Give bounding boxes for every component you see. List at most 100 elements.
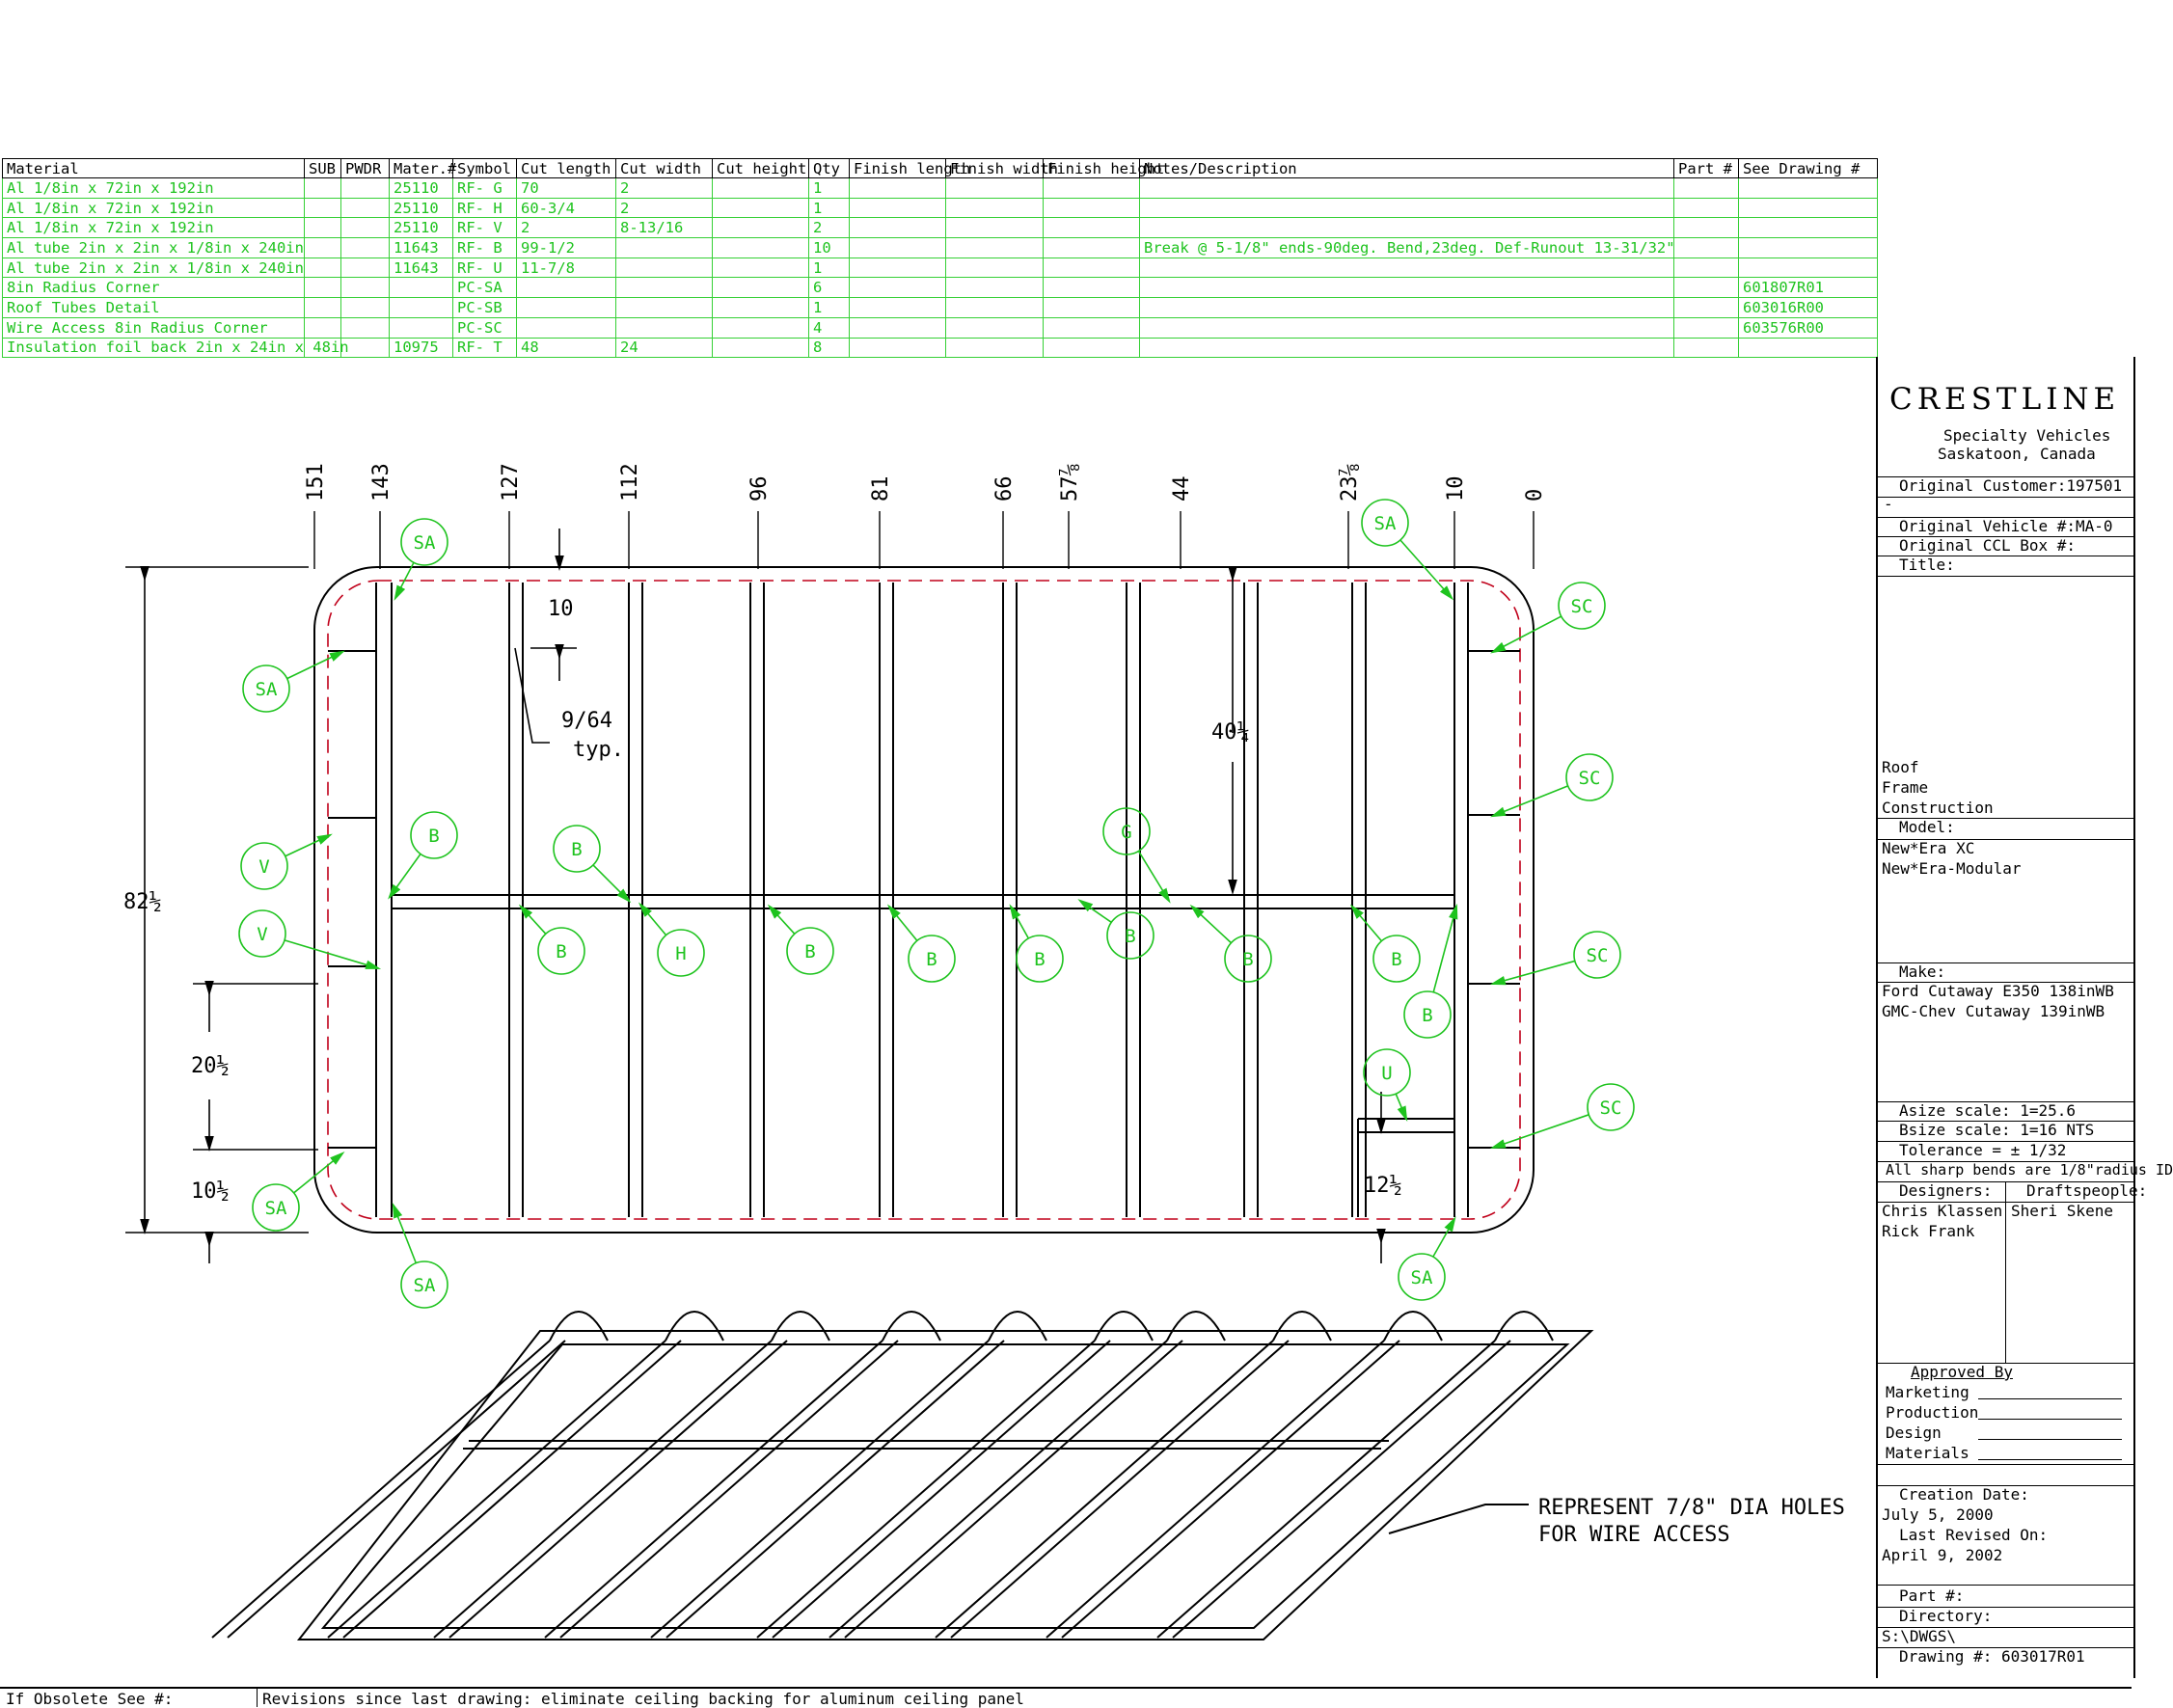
- bom-cell: RF- B: [452, 237, 517, 258]
- callout-leader: [638, 902, 667, 936]
- drawing-number: Drawing #: 603017R01: [1899, 1647, 2085, 1666]
- station-label: 44: [1170, 476, 1194, 502]
- callout-label: H: [675, 943, 686, 964]
- designers-label: Designers:: [1899, 1181, 1993, 1200]
- bom-cell: [615, 297, 713, 318]
- callout-circle: [657, 929, 705, 977]
- callout-leader: [394, 561, 415, 601]
- bom-cell: PC-SC: [452, 316, 517, 339]
- callout-circle: [1016, 935, 1064, 983]
- bom-cell: [849, 297, 946, 318]
- callout-leader: [592, 864, 632, 904]
- callout-label: B: [428, 826, 439, 847]
- company-line-2: Saskatoon, Canada: [1938, 445, 2096, 463]
- bom-cell: [340, 177, 390, 199]
- bom-cell: [1043, 177, 1140, 199]
- dim-40: 40¼: [1211, 720, 1250, 745]
- bom-cell: [1139, 217, 1674, 239]
- bom-cell: [340, 217, 390, 239]
- bom-col-header: Cut length: [516, 158, 616, 178]
- callout-circle: [1372, 935, 1421, 983]
- iso-frame-outer: [296, 1330, 1594, 1640]
- bom-cell: RF- T: [452, 337, 517, 359]
- bom-cell: [516, 277, 616, 299]
- iso-frame-inner: [320, 1343, 1570, 1629]
- bom-cell: 6: [808, 277, 850, 299]
- callout-circle: [400, 1261, 448, 1309]
- station-label: 151: [304, 463, 328, 502]
- callout-leader: [518, 904, 547, 935]
- bom-col-header: SUB: [304, 158, 341, 178]
- callout-circle: [1363, 1048, 1411, 1097]
- callout-leader: [388, 854, 421, 900]
- original-customer: Original Customer:197501: [1899, 476, 2123, 495]
- bom-cell: 48: [516, 337, 616, 359]
- bom-cell: [945, 277, 1044, 299]
- bom-cell: [340, 237, 390, 258]
- bom-cell: 603016R00: [1738, 297, 1878, 318]
- station-label: 0: [1523, 489, 1547, 502]
- bom-cell: [1139, 337, 1674, 359]
- callout-circle: [908, 935, 956, 983]
- callout-leader: [1432, 1216, 1456, 1258]
- bom-cell: Al 1/8in x 72in x 192in: [2, 217, 305, 239]
- bom-cell: [945, 257, 1044, 279]
- bom-cell: 2: [615, 197, 713, 219]
- callout-circle: [1102, 807, 1151, 855]
- station-label: 127: [499, 463, 523, 502]
- bom-cell: 10975: [389, 337, 453, 359]
- callout-leader: [1077, 899, 1112, 923]
- model-line-1: New*Era XC: [1882, 839, 1975, 857]
- callout-label: SC: [1579, 768, 1601, 789]
- callout-label: G: [1121, 822, 1131, 843]
- bom-col-header: PWDR: [340, 158, 390, 178]
- station-label: 112: [618, 463, 642, 502]
- callout-leader: [1137, 851, 1171, 904]
- callout-circle: [252, 1183, 300, 1232]
- dash-line: -: [1884, 495, 1893, 513]
- approval-design: Design: [1886, 1423, 1942, 1442]
- callout-leader: [293, 1151, 345, 1194]
- bom-col-header: Notes/Description: [1139, 158, 1674, 178]
- bom-cell: [945, 217, 1044, 239]
- callout-circle: [400, 518, 448, 566]
- make-label: Make:: [1899, 962, 1946, 981]
- bom-cell: [945, 177, 1044, 199]
- approval-marketing: Marketing: [1886, 1383, 1969, 1401]
- callout-label: B: [804, 941, 815, 962]
- bom-cell: [945, 237, 1044, 258]
- callout-leader: [1489, 1114, 1589, 1150]
- draftspeople-label: Draftspeople:: [2026, 1181, 2148, 1200]
- isometric-note: REPRESENT 7/8" DIA HOLES FOR WIRE ACCESS: [1538, 1496, 1845, 1547]
- bom-cell: [1139, 277, 1674, 299]
- bom-row: Insulation foil back 2in x 24in x 48in 10…: [2, 337, 1878, 359]
- bom-cell: [304, 277, 341, 299]
- bom-cell: [340, 257, 390, 279]
- bom-cell: [1043, 197, 1140, 219]
- bom-cell: [1673, 277, 1739, 299]
- bom-cell: 70: [516, 177, 616, 199]
- bom-cell: RF- H: [452, 197, 517, 219]
- bom-cell: 99-1/2: [516, 237, 616, 258]
- station-label: 66: [992, 476, 1017, 502]
- approval-production: Production: [1886, 1403, 1979, 1422]
- bom-cell: [1673, 337, 1739, 359]
- bom-cell: [849, 217, 946, 239]
- bom-cell: [304, 316, 341, 339]
- bom-cell: 2: [516, 217, 616, 239]
- bom-cell: [849, 337, 946, 359]
- callout-label: B: [1391, 949, 1401, 970]
- bom-cell: Insulation foil back 2in x 24in x 48in: [2, 337, 349, 359]
- sharp-bends-note: All sharp bends are 1/8"radius ID: [1886, 1161, 2173, 1179]
- model-line-2: New*Era-Modular: [1882, 859, 2022, 878]
- dimensions: [125, 529, 1386, 1263]
- note-line-2: FOR WIRE ACCESS: [1538, 1523, 1730, 1547]
- bom-cell: 60-3/4: [516, 197, 616, 219]
- bom-cell: Break @ 5-1/8" ends-90deg. Bend,23deg. D…: [1139, 237, 1675, 258]
- station-label: 143: [369, 463, 394, 502]
- bom-cell: [340, 197, 390, 219]
- bom-cell: 8in Radius Corner: [2, 277, 305, 299]
